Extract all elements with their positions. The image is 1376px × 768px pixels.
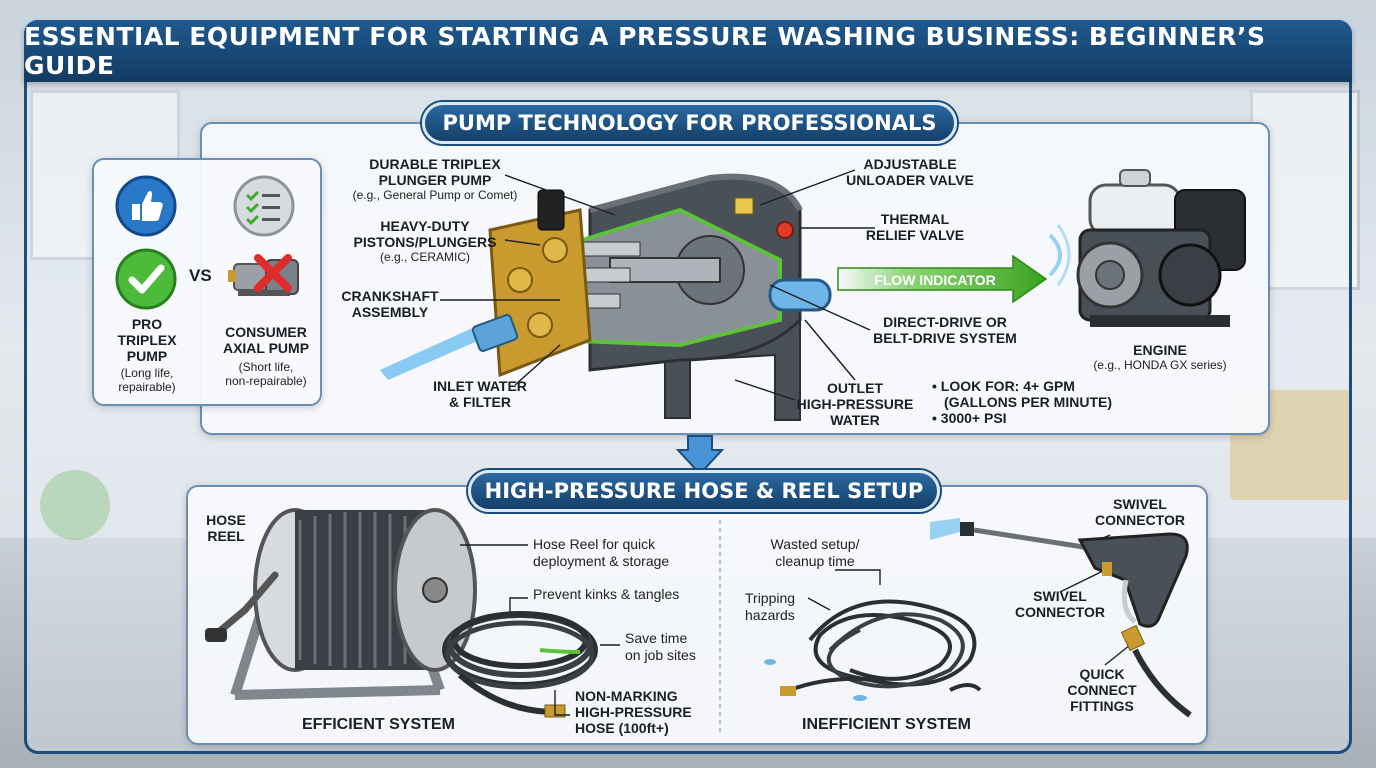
thumbs-up-icon [115, 175, 177, 237]
triplex-label-1: DURABLE TRIPLEX [369, 156, 501, 172]
checkmark-icon [115, 248, 177, 310]
bg-machine-wheel [40, 470, 110, 540]
quick-connect-label-3: FITTINGS [1070, 698, 1134, 714]
swivel-top-label-2: CONNECTOR [1095, 512, 1185, 528]
flow-indicator-label: FLOW INDICATOR [874, 272, 996, 288]
title-bar: ESSENTIAL EQUIPMENT FOR STARTING A PRESS… [24, 20, 1352, 82]
quick-connect-label-2: CONNECT [1067, 682, 1137, 698]
pro-pump-note-2: repairable) [118, 380, 176, 394]
tripping-text-1: Tripping [745, 590, 796, 606]
pistons-label-1: HEAVY-DUTY [380, 218, 470, 234]
pro-pump-title-2: TRIPLEX [117, 332, 177, 348]
outlet-label-3: WATER [830, 412, 880, 428]
pro-pump-note-1: (Long life, [120, 366, 174, 380]
save-time-text-1: Save time [625, 630, 688, 646]
efficient-system-caption: EFFICIENT SYSTEM [302, 716, 455, 733]
hose-reel-label-1: HOSE [206, 512, 246, 528]
cross-icon [254, 254, 292, 292]
tripping-text-2: hazards [745, 607, 795, 623]
swivel-mid-label-1: SWIVEL [1033, 588, 1087, 604]
crank-label-1: CRANKSHAFT [341, 288, 439, 304]
inlet-label-2: & FILTER [449, 394, 511, 410]
unloader-label-2: UNLOADER VALVE [846, 172, 974, 188]
pistons-note: (e.g., CERAMIC) [379, 250, 470, 264]
outlet-label-2: HIGH-PRESSURE [796, 396, 914, 412]
hose-spec-label-1: NON-MARKING [575, 688, 678, 704]
hose-reel-label-2: REEL [207, 528, 245, 544]
vs-label: VS [189, 266, 212, 285]
pump-section-heading: PUMP TECHNOLOGY FOR PROFESSIONALS [422, 102, 957, 144]
inlet-label-1: INLET WATER [433, 378, 527, 394]
spec-gpm: • LOOK FOR: 4+ GPM [932, 378, 1075, 394]
spec-psi: • 3000+ PSI [932, 410, 1007, 426]
checklist-icon [233, 175, 295, 237]
drive-label-2: BELT-DRIVE SYSTEM [873, 330, 1017, 346]
triplex-note: (e.g., General Pump or Comet) [352, 188, 518, 202]
thermal-label-2: RELIEF VALVE [865, 227, 965, 243]
pro-pump-title-3: PUMP [126, 348, 168, 364]
hose-spec-label-3: HOSE (100ft+) [575, 720, 669, 736]
save-time-text-2: on job sites [625, 647, 696, 663]
pistons-label-2: PISTONS/PLUNGERS [353, 234, 497, 250]
kinks-text: Prevent kinks & tangles [533, 586, 680, 602]
inefficient-system-caption: INEFFICIENT SYSTEM [802, 716, 971, 733]
spec-gpm-note: (GALLONS PER MINUTE) [944, 394, 1112, 410]
consumer-pump-note-1: (Short life, [238, 360, 294, 374]
thermal-label-1: THERMAL [880, 211, 950, 227]
page-title: ESSENTIAL EQUIPMENT FOR STARTING A PRESS… [24, 22, 1266, 80]
outlet-label-1: OUTLET [827, 380, 883, 396]
flow-indicator-arrow [837, 254, 1048, 304]
engine-label: ENGINE [1133, 342, 1187, 358]
deploy-text-2: deployment & storage [533, 553, 670, 569]
wasted-time-text-1: Wasted setup/ [770, 536, 860, 552]
triplex-pump-illustration [380, 173, 832, 421]
swivel-mid-label-2: CONNECTOR [1015, 604, 1105, 620]
deploy-text-1: Hose Reel for quick [533, 536, 656, 552]
unloader-label-1: ADJUSTABLE [863, 156, 957, 172]
consumer-pump-title-2: AXIAL PUMP [222, 340, 310, 356]
swivel-top-label-1: SWIVEL [1113, 496, 1167, 512]
consumer-pump-title-1: CONSUMER [225, 324, 307, 340]
section-down-arrow [675, 435, 725, 476]
consumer-pump-note-2: non-repairable) [225, 374, 307, 388]
coiled-hose-illustration [442, 611, 598, 718]
drive-label-1: DIRECT-DRIVE OR [883, 314, 1007, 330]
triplex-label-2: PLUNGER PUMP [378, 172, 492, 188]
engine-note: (e.g., HONDA GX series) [1093, 358, 1227, 372]
pro-pump-title-1: PRO [131, 316, 163, 332]
spray-gun-illustration [930, 518, 1192, 718]
wasted-time-text-2: cleanup time [775, 553, 855, 569]
quick-connect-label-1: QUICK [1079, 666, 1125, 682]
hose-spec-label-2: HIGH-PRESSURE [575, 704, 692, 720]
tangled-hose-illustration [764, 599, 982, 701]
crank-label-2: ASSEMBLY [351, 304, 429, 320]
engine-illustration [1048, 169, 1246, 327]
hose-section-heading: HIGH-PRESSURE HOSE & REEL SETUP [468, 470, 940, 512]
